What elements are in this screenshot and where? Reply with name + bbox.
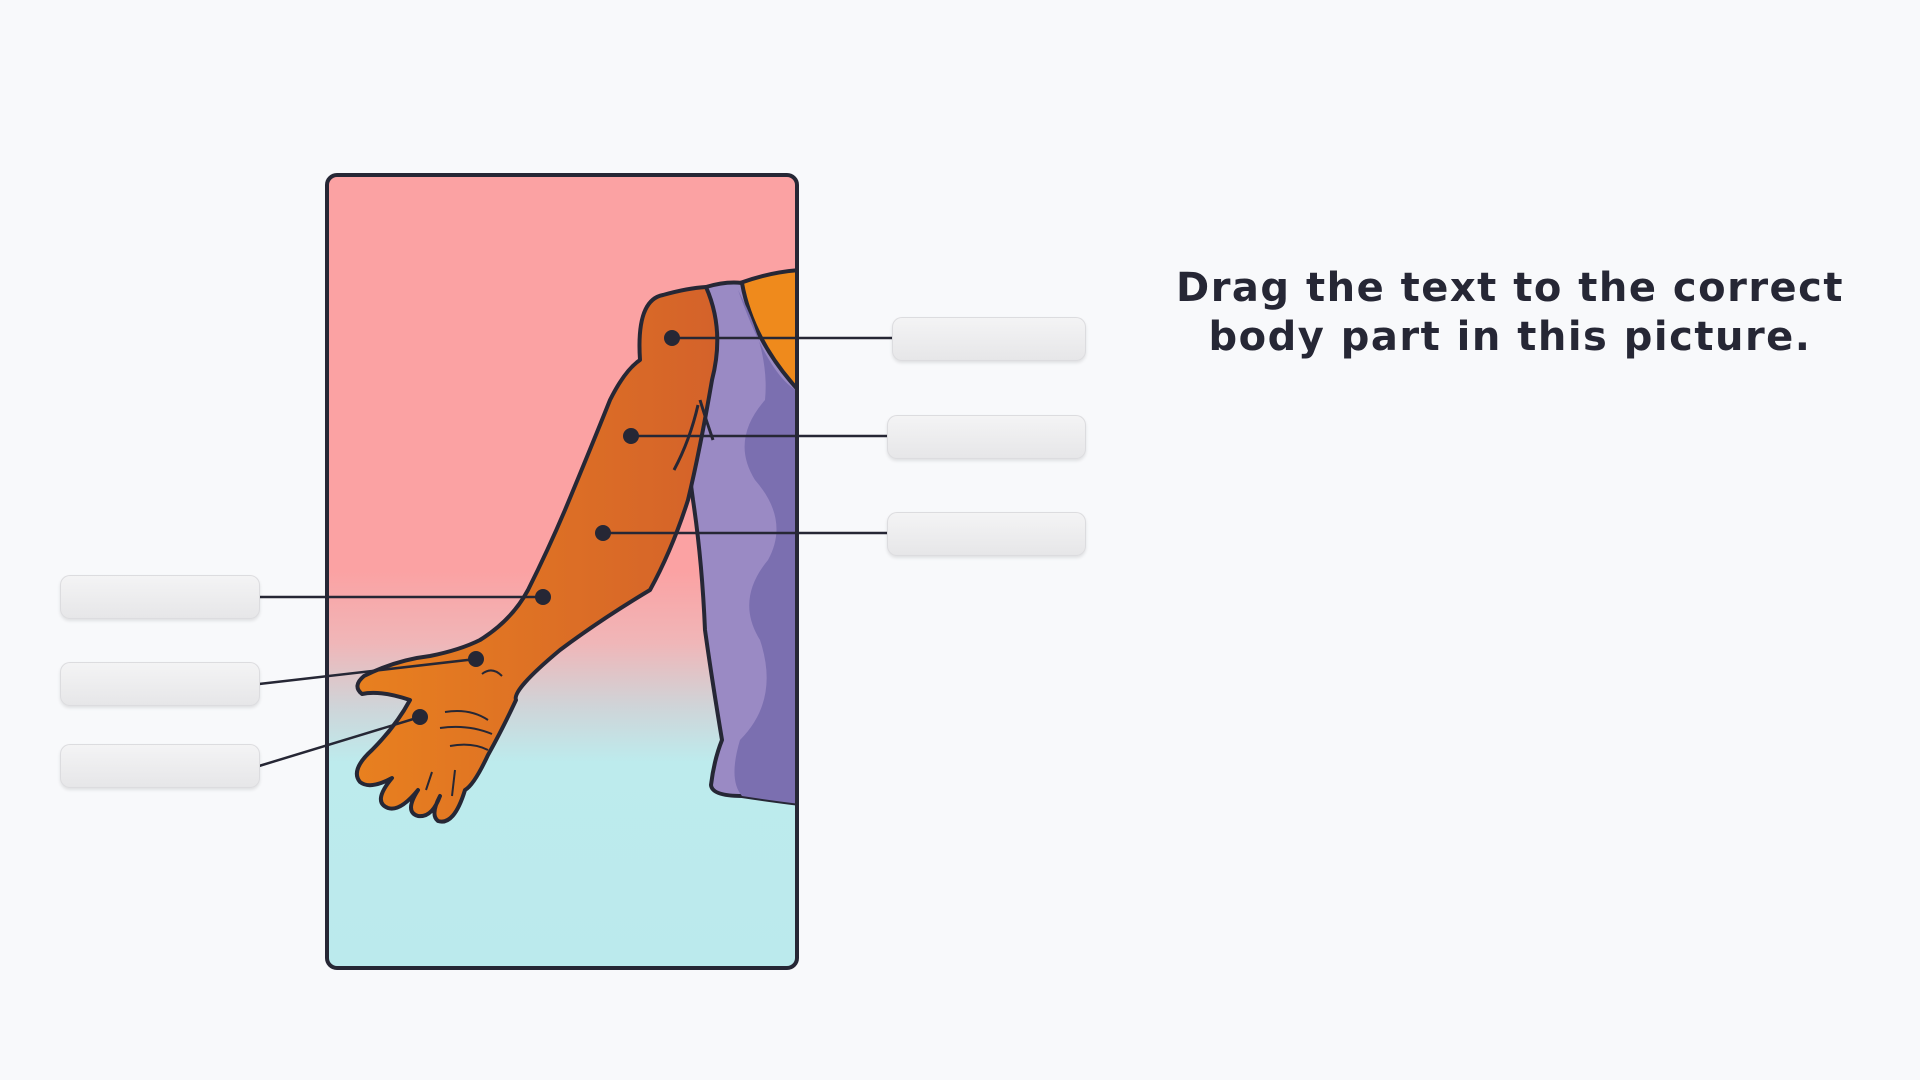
marker-dot-upper-arm (623, 428, 639, 444)
arm (355, 285, 720, 824)
marker-dot-elbow (595, 525, 611, 541)
leader-line-hand (258, 715, 421, 768)
picture-panel (327, 175, 797, 968)
leader-lines (258, 336, 893, 768)
marker-dot-hand (412, 709, 428, 725)
drop-slot-left-2[interactable] (60, 662, 260, 706)
instruction-text: Drag the text to the correct body part i… (1175, 265, 1844, 360)
marker-dots (412, 330, 680, 725)
drop-slot-left-1[interactable] (60, 575, 260, 619)
drop-slot-right-1[interactable] (892, 317, 1086, 361)
drop-slot-right-2[interactable] (887, 415, 1086, 459)
picture-frame (325, 173, 799, 970)
marker-dot-wrist (468, 651, 484, 667)
marker-dot-forearm (535, 589, 551, 605)
marker-dot-shoulder (664, 330, 680, 346)
drop-slot-right-3[interactable] (887, 512, 1086, 556)
drop-slot-left-3[interactable] (60, 744, 260, 788)
leader-line-wrist (258, 657, 477, 686)
